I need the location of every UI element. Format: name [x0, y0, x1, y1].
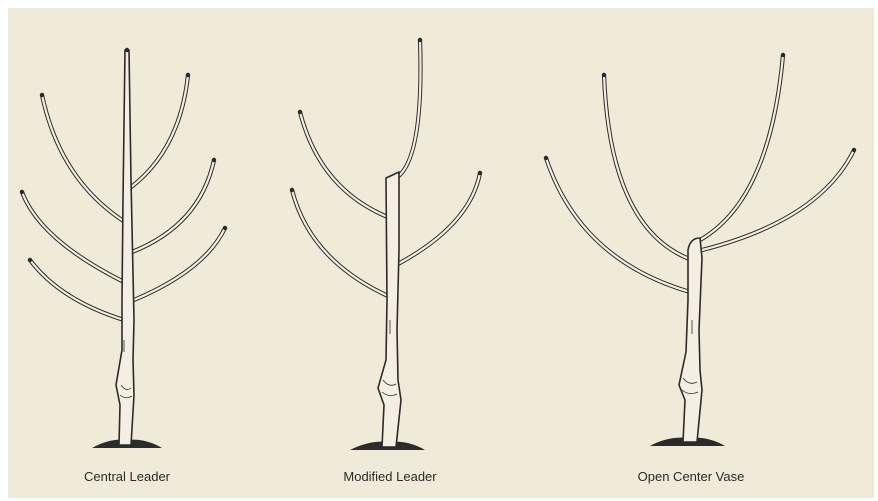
central-leader-trunk: [116, 50, 134, 445]
central-leader-label: Central Leader: [84, 469, 170, 484]
open-center-vase-label: Open Center Vase: [638, 469, 745, 484]
modified-leader-label: Modified Leader: [343, 469, 436, 484]
modified-leader-tree: [290, 38, 482, 450]
central-leader-tree: [20, 48, 227, 448]
open-center-vase-tree: [544, 53, 856, 446]
modified-leader-buds: [290, 38, 482, 192]
open-center-vase-trunk: [679, 238, 702, 442]
open-center-vase-buds: [544, 53, 856, 160]
